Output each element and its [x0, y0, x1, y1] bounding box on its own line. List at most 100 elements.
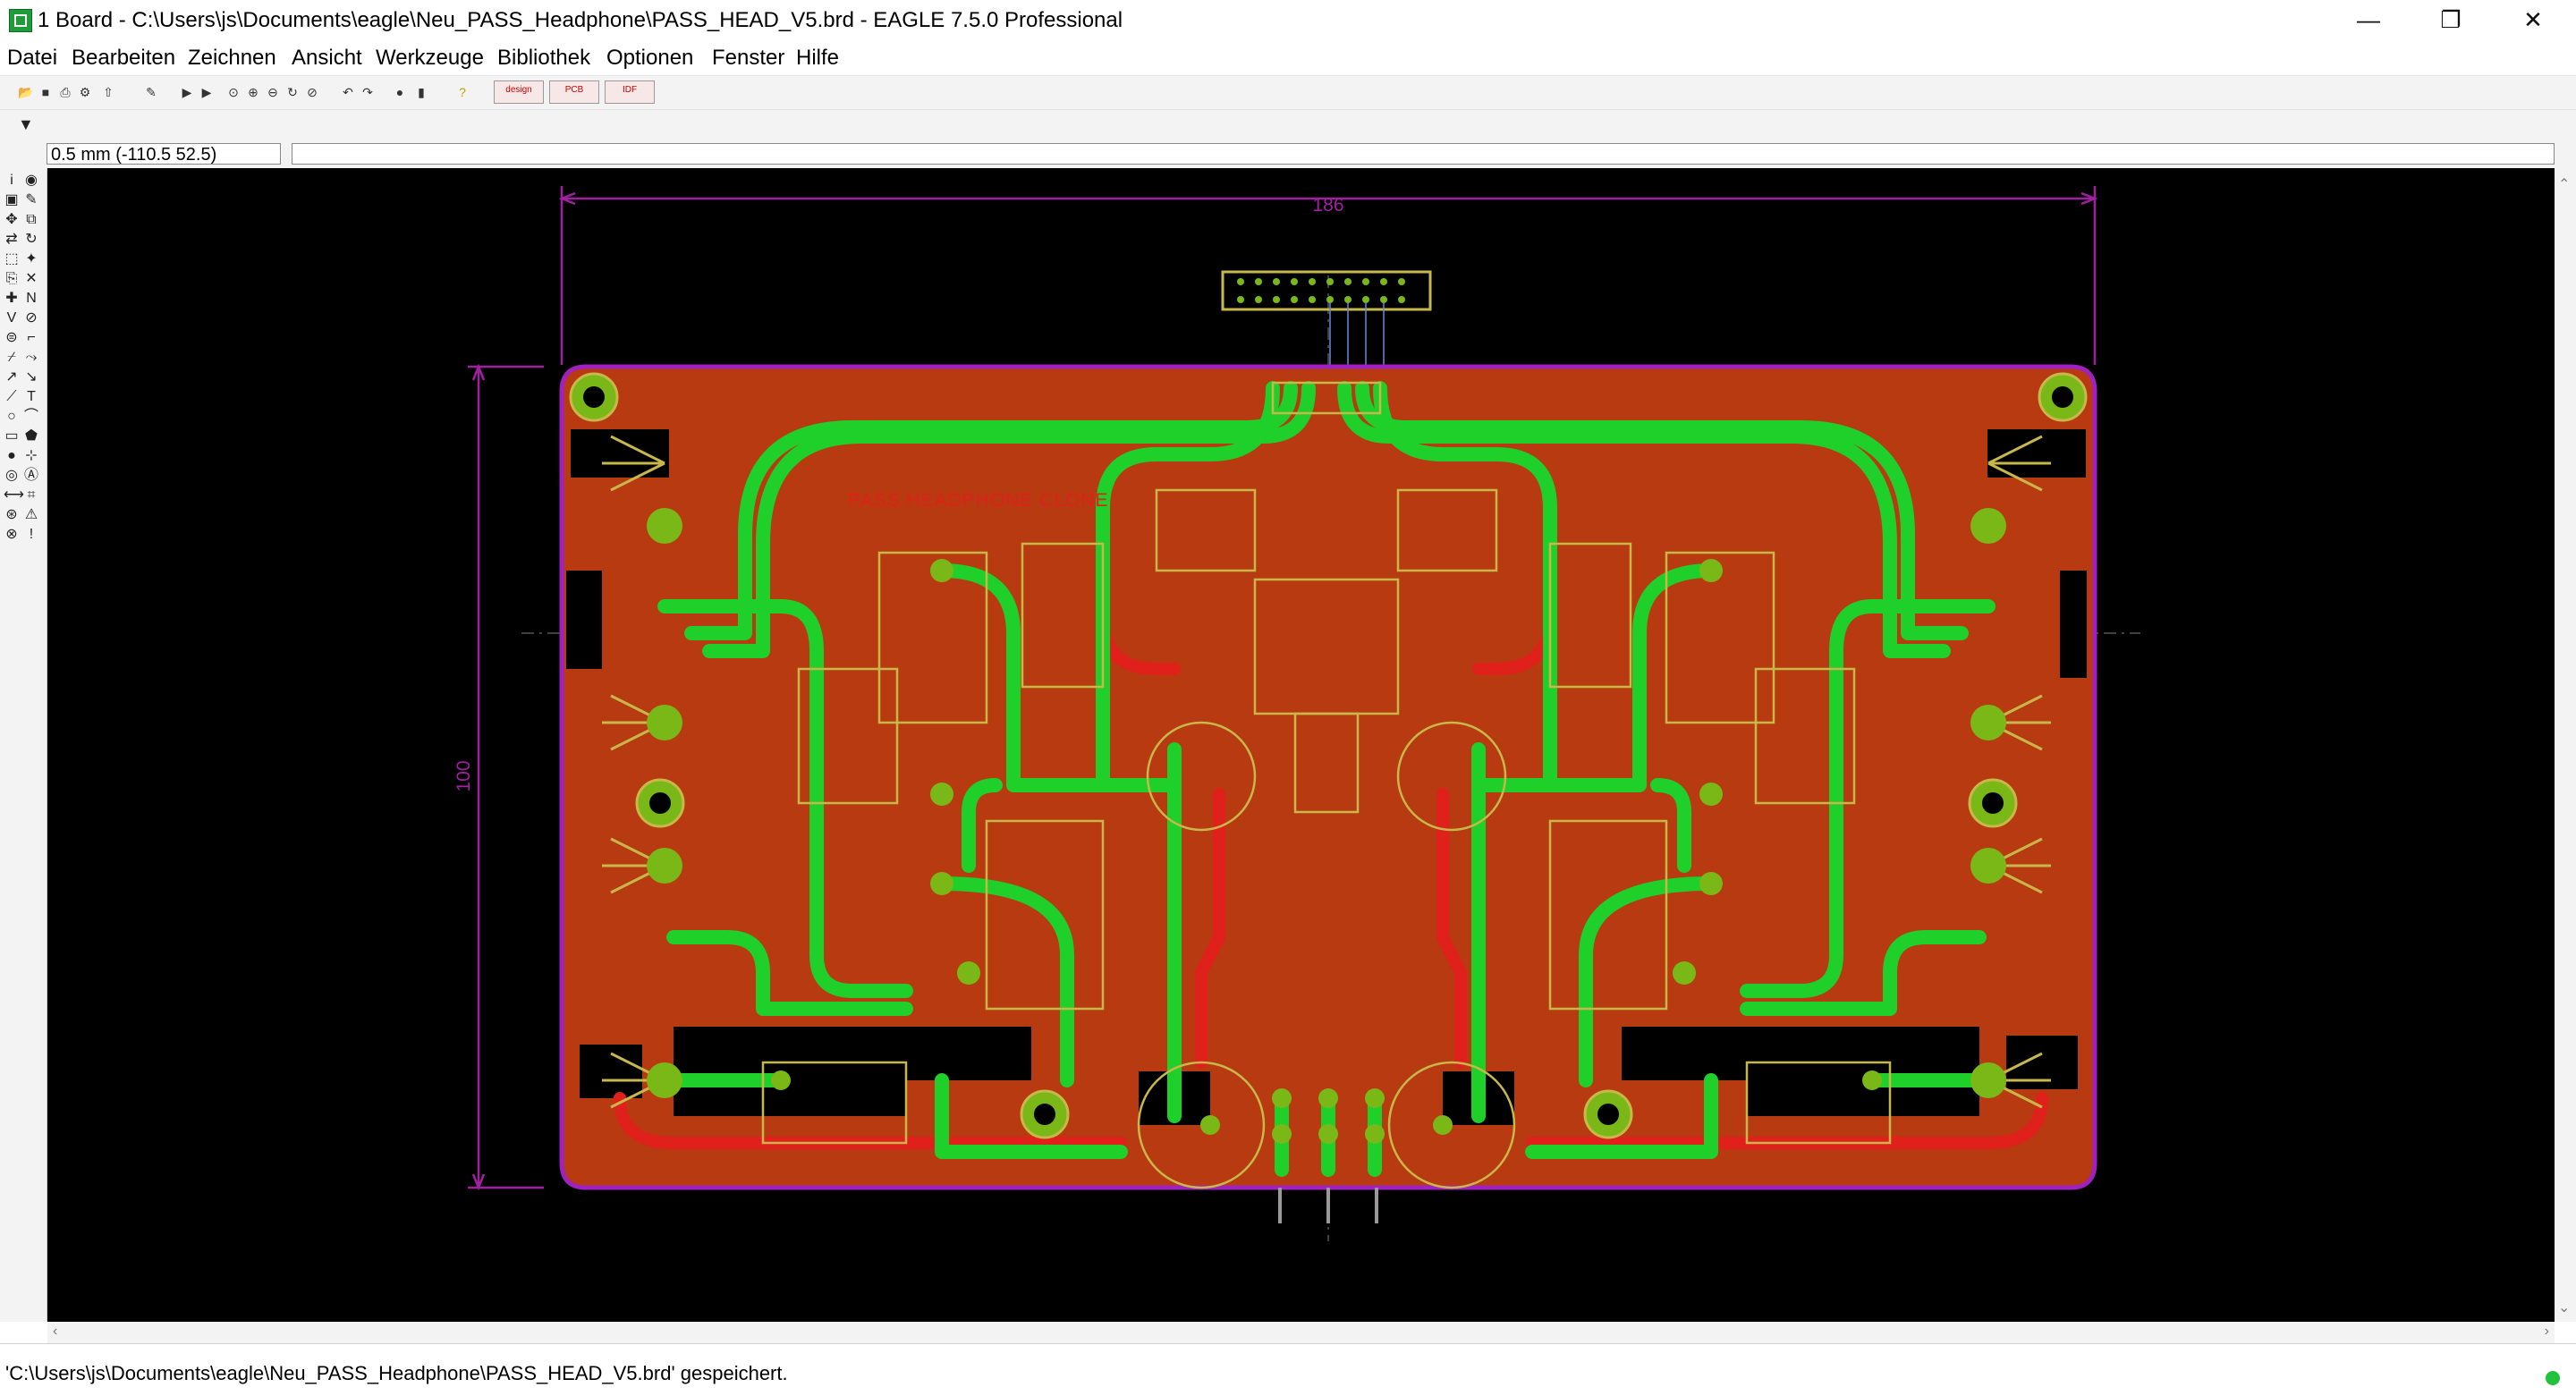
miter-icon[interactable]: ⌐ — [27, 330, 36, 345]
change-icon[interactable]: ✦ — [25, 251, 38, 267]
dimension-width — [558, 186, 2098, 365]
menu-hilfe[interactable]: Hilfe — [796, 46, 840, 70]
pcb-quote-icon[interactable]: PCB — [549, 80, 599, 104]
dimension-height-label: 100 — [453, 760, 474, 791]
command-bar: 0.5 mm (-110.5 52.5) ⌄ — [0, 141, 2576, 169]
open-icon[interactable]: 📂 — [18, 85, 34, 99]
zoom-out-icon[interactable]: ⊖ — [267, 85, 278, 99]
ripup-icon[interactable]: ↘ — [25, 369, 38, 385]
dimension-icon[interactable]: ⟷ — [4, 487, 24, 503]
board-label: PASS HEADPHONE CLONE — [848, 490, 1109, 511]
save-icon[interactable]: ■ — [41, 85, 50, 99]
menu-werkzeuge[interactable]: Werkzeuge — [376, 46, 484, 70]
close-icon[interactable]: ✕ — [2523, 6, 2543, 33]
mounting-holes — [569, 372, 2088, 1139]
board-canvas[interactable]: 186 100 — [47, 168, 2555, 1322]
hole-icon[interactable]: ◎ — [5, 468, 18, 483]
menu-bibliothek[interactable]: Bibliothek — [497, 46, 591, 70]
split-icon[interactable]: ⌿ — [7, 350, 16, 365]
design-link-icon[interactable]: design — [494, 80, 544, 104]
show-icon[interactable]: ◉ — [25, 173, 38, 188]
zoom-redraw-icon[interactable]: ↻ — [287, 85, 298, 99]
header-connector — [1221, 270, 1432, 311]
info-icon[interactable]: i — [10, 173, 13, 188]
dimension-height — [468, 363, 544, 1191]
menu-bar: Datei Bearbeiten Zeichnen Ansicht Werkze… — [0, 41, 2576, 75]
menu-bearbeiten[interactable]: Bearbeiten — [72, 46, 176, 70]
scroll-left-icon[interactable]: ‹ — [53, 1324, 58, 1339]
value-icon[interactable]: V — [6, 310, 17, 326]
parameter-toolbar: ▼ — [0, 109, 2576, 142]
menu-zeichnen[interactable]: Zeichnen — [188, 46, 276, 70]
scroll-up-icon[interactable]: ⌃ — [2558, 177, 2571, 192]
main-toolbar: 📂 ■ ⎙ ⚙ ⇧ ✎ ▶ ▶ ⊙ ⊕ ⊖ ↻ ⊘ ↶ ↷ ● ▮ ? desi… — [0, 75, 2576, 110]
ratsnest-icon[interactable]: ⌗ — [27, 487, 36, 503]
lock-icon[interactable]: ⊜ — [5, 330, 18, 345]
status-indicator-icon — [2546, 1371, 2560, 1385]
redo-icon[interactable]: ↷ — [362, 85, 373, 99]
transistor-pads — [647, 508, 2006, 1144]
optimize-icon[interactable]: ⤳ — [25, 350, 38, 365]
paste-icon[interactable]: ⎘ — [5, 271, 18, 286]
signal-icon[interactable]: ⊹ — [25, 448, 38, 463]
polygon-icon[interactable]: ⬟ — [25, 428, 38, 444]
idf-export-icon[interactable]: IDF — [605, 80, 655, 104]
cam-icon[interactable]: ⚙ — [79, 85, 91, 99]
drc-icon[interactable]: ⊗ — [5, 527, 18, 542]
minimize-icon[interactable]: — — [2357, 6, 2380, 33]
copy-icon[interactable]: ⧉ — [26, 212, 37, 227]
rect-icon[interactable]: ▭ — [4, 428, 19, 444]
bottom-layer-traces — [657, 381, 1996, 1177]
scroll-down-icon[interactable]: ⌄ — [2558, 1300, 2571, 1316]
display-icon[interactable]: ▣ — [4, 192, 19, 207]
board-svg[interactable]: 186 100 — [47, 168, 2555, 1322]
wire-icon[interactable]: ⟋ — [6, 389, 17, 404]
stop-icon[interactable]: ● — [395, 85, 404, 99]
header-pins — [1237, 278, 1405, 303]
go-icon[interactable]: ▮ — [418, 85, 425, 99]
window-title: 1 Board - C:\Users\js\Documents\eagle\Ne… — [38, 8, 1123, 32]
menu-datei[interactable]: Datei — [7, 46, 58, 70]
smash-icon[interactable]: ⊘ — [25, 310, 38, 326]
group-icon[interactable]: ⬚ — [4, 251, 19, 267]
command-input[interactable] — [292, 143, 2555, 165]
menu-ansicht[interactable]: Ansicht — [292, 46, 362, 70]
auto-icon[interactable]: ⊛ — [5, 507, 18, 522]
route-icon[interactable]: ↗ — [5, 369, 18, 385]
chevron-down-icon[interactable]: ▼ — [18, 115, 34, 133]
silkscreen — [761, 381, 1892, 1189]
menu-fenster[interactable]: Fenster — [712, 46, 785, 70]
delete-icon[interactable]: ✕ — [25, 271, 38, 286]
vertical-scrollbar[interactable]: ⌃ ⌄ — [2555, 141, 2576, 1322]
attribute-icon[interactable]: Ⓐ — [23, 468, 38, 483]
horizontal-scrollbar[interactable]: ‹ › — [47, 1322, 2555, 1343]
restore-icon[interactable]: ❐ — [2440, 6, 2462, 33]
run-icon[interactable]: ▶ — [182, 85, 192, 99]
import-icon[interactable]: ⇧ — [103, 85, 114, 99]
ulp-icon[interactable]: ▶ — [201, 85, 212, 99]
mirror-icon[interactable]: ⇄ — [5, 232, 18, 247]
status-bar: 'C:\Users\js\Documents\eagle\Neu_PASS_He… — [0, 1343, 2576, 1396]
zoom-in-icon[interactable]: ⊕ — [248, 85, 258, 99]
text-icon[interactable]: T — [27, 389, 36, 404]
script-icon[interactable]: ✎ — [146, 85, 157, 99]
errors-icon[interactable]: ! — [29, 527, 34, 542]
add-icon[interactable]: ✚ — [5, 291, 18, 306]
title-bar: 1 Board - C:\Users\js\Documents\eagle\Ne… — [0, 0, 2576, 41]
zoom-fit-icon[interactable]: ⊙ — [228, 85, 239, 99]
erc-icon[interactable]: ⚠ — [24, 507, 38, 522]
arc-icon[interactable]: ⌒ — [23, 409, 38, 424]
rotate-icon[interactable]: ↻ — [25, 232, 38, 247]
scroll-right-icon[interactable]: › — [2544, 1324, 2549, 1339]
name-icon[interactable]: N — [26, 291, 37, 306]
mark-icon[interactable]: ✎ — [25, 192, 38, 207]
print-icon[interactable]: ⎙ — [60, 85, 71, 99]
move-icon[interactable]: ✥ — [5, 212, 18, 227]
via-icon[interactable]: ● — [7, 448, 16, 463]
help-icon[interactable]: ? — [459, 85, 466, 99]
undo-icon[interactable]: ↶ — [343, 85, 353, 99]
circle-icon[interactable]: ○ — [7, 409, 16, 424]
menu-optionen[interactable]: Optionen — [606, 46, 694, 70]
dimension-width-label: 186 — [1312, 195, 1343, 216]
zoom-select-icon[interactable]: ⊘ — [307, 85, 318, 99]
